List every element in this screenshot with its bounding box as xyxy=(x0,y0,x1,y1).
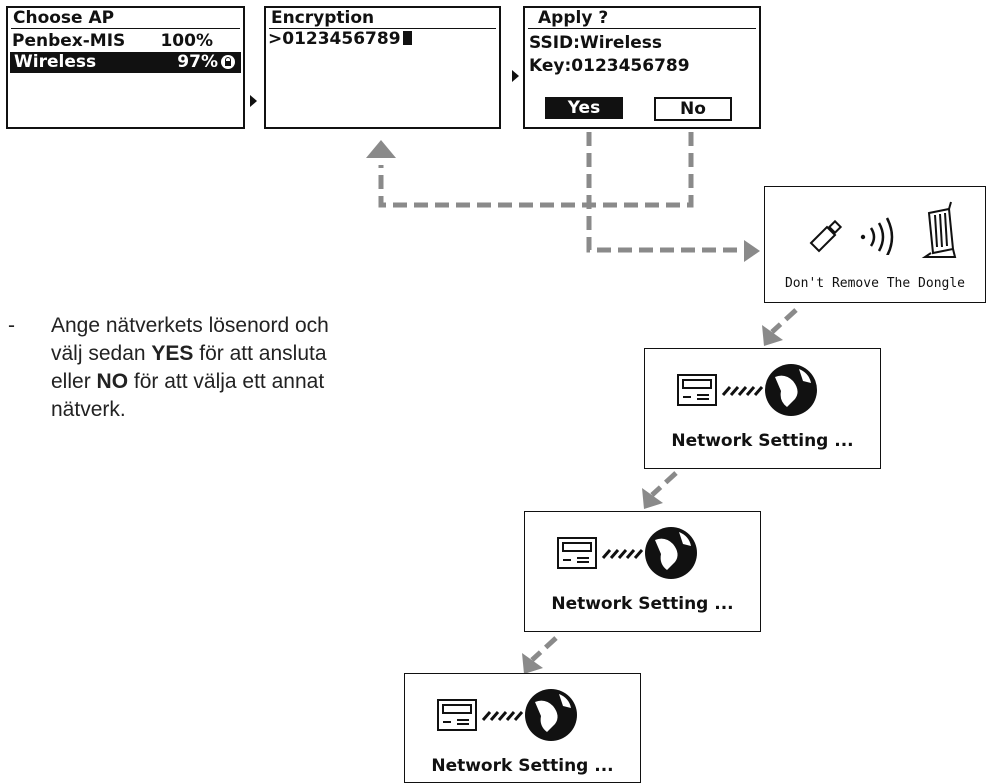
instruction-text-part: Ange nätverkets lösenord och välj sedan xyxy=(51,314,329,365)
password-input[interactable]: >0123456789 xyxy=(266,29,499,50)
down-left-arrow-icon xyxy=(642,488,663,509)
apply-title: Apply ? xyxy=(528,8,756,29)
up-arrow-icon xyxy=(366,140,396,158)
down-left-arrow-icon xyxy=(522,653,543,674)
diagonal-connector xyxy=(530,636,558,662)
ap-signal: 97% xyxy=(177,52,218,72)
no-path-connector xyxy=(378,132,694,208)
router-icon xyxy=(921,201,957,258)
ap-signal: 100% xyxy=(160,31,213,51)
next-arrow-icon xyxy=(512,70,519,82)
network-setting-icon xyxy=(557,527,697,579)
ap-list-item-selected[interactable]: Wireless 97% xyxy=(10,52,241,73)
diagonal-connector xyxy=(770,308,798,334)
dongle-warning-label: Don't Remove The Dongle xyxy=(784,276,965,291)
network-setting-card: Network Setting ... xyxy=(404,673,641,783)
encryption-title: Encryption xyxy=(269,8,496,29)
signal-waves-icon xyxy=(860,217,894,255)
network-setting-label: Network Setting ... xyxy=(431,756,614,776)
instruction-no-keyword: NO xyxy=(96,370,129,393)
instruction-yes-keyword: YES xyxy=(151,342,194,365)
network-setting-icon xyxy=(677,364,817,416)
password-value: >0123456789 xyxy=(268,29,401,49)
lock-icon xyxy=(221,55,235,69)
choose-ap-screen: Choose AP Penbex-MIS 100% Wireless 97% xyxy=(6,6,245,129)
ap-name: Penbex-MIS xyxy=(12,31,126,51)
instruction-bullet: - xyxy=(8,314,15,337)
ap-signal-group: 97% xyxy=(177,52,235,73)
dongle-screen: Don't Remove The Dongle xyxy=(764,186,986,303)
yes-button[interactable]: Yes xyxy=(545,97,623,119)
next-arrow-icon xyxy=(250,95,257,107)
ssid-line: SSID:Wireless xyxy=(529,33,663,53)
apply-screen: Apply ? SSID:Wireless Key:0123456789 Yes… xyxy=(523,6,761,129)
network-setting-card: Network Setting ... xyxy=(524,511,761,632)
down-left-arrow-icon xyxy=(762,325,783,346)
instruction-text: Ange nätverkets lösenord och välj sedan … xyxy=(51,312,341,424)
right-arrow-icon xyxy=(744,240,760,262)
ap-list-item[interactable]: Penbex-MIS 100% xyxy=(8,31,243,52)
instruction-text-part: för att välja ett annat nätverk. xyxy=(51,370,325,421)
network-setting-label: Network Setting ... xyxy=(671,431,854,451)
network-setting-icon xyxy=(437,689,577,741)
choose-ap-title: Choose AP xyxy=(11,8,240,29)
diagonal-connector xyxy=(650,471,678,497)
key-line: Key:0123456789 xyxy=(529,56,690,76)
instruction-text-part: för att ansluta eller xyxy=(51,342,327,393)
encryption-screen: Encryption >0123456789 xyxy=(264,6,501,129)
network-setting-card: Network Setting ... xyxy=(644,348,881,469)
network-setting-label: Network Setting ... xyxy=(551,594,734,614)
text-cursor xyxy=(402,31,412,45)
usb-dongle-icon xyxy=(809,219,843,253)
no-button[interactable]: No xyxy=(654,97,732,121)
yes-path-connector xyxy=(586,132,742,253)
ap-name: Wireless xyxy=(14,52,97,72)
